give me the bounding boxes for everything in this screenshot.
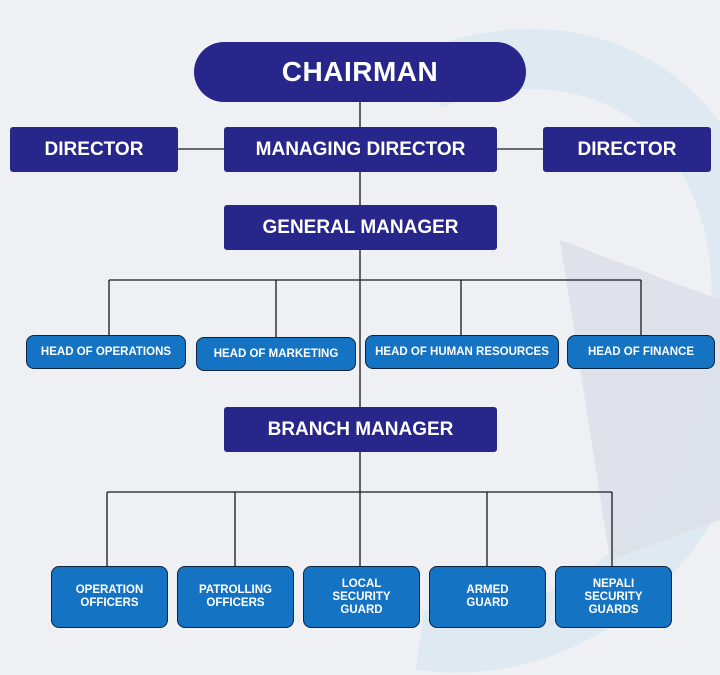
armed-guard-box: ARMED GUARD bbox=[429, 566, 546, 628]
director-right-box: DIRECTOR bbox=[543, 127, 711, 172]
chairman-box: CHAIRMAN bbox=[194, 42, 526, 102]
director-left-box: DIRECTOR bbox=[10, 127, 178, 172]
managing-director-box: MANAGING DIRECTOR bbox=[224, 127, 497, 172]
general-manager-box: GENERAL MANAGER bbox=[224, 205, 497, 250]
local-security-guard-box: LOCAL SECURITY GUARD bbox=[303, 566, 420, 628]
nepali-security-guards-box: NEPALI SECURITY GUARDS bbox=[555, 566, 672, 628]
head-of-human-resources-box: HEAD OF HUMAN RESOURCES bbox=[365, 335, 559, 369]
patrolling-officers-box: PATROLLING OFFICERS bbox=[177, 566, 294, 628]
operation-officers-box: OPERATION OFFICERS bbox=[51, 566, 168, 628]
watermark-letter bbox=[560, 240, 720, 560]
head-of-marketing-box: HEAD OF MARKETING bbox=[196, 337, 356, 371]
branch-manager-box: BRANCH MANAGER bbox=[224, 407, 497, 452]
head-of-finance-box: HEAD OF FINANCE bbox=[567, 335, 715, 369]
head-of-operations-box: HEAD OF OPERATIONS bbox=[26, 335, 186, 369]
